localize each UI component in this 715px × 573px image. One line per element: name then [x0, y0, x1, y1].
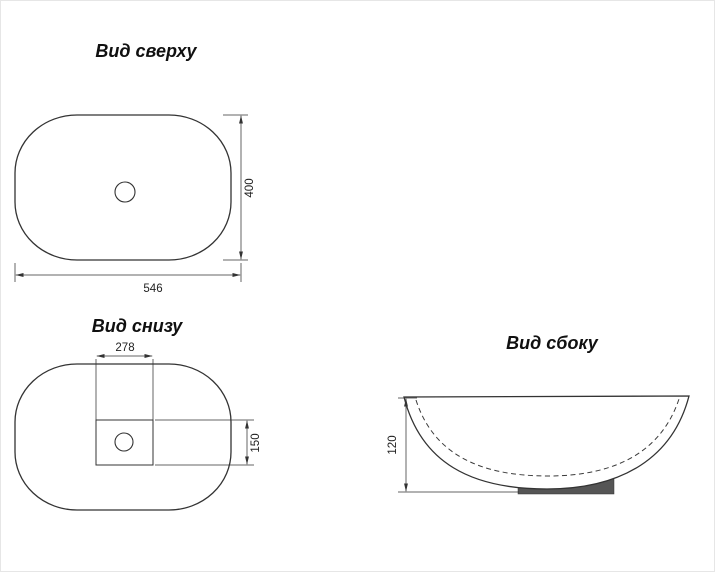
bottom-view: 278 150	[14, 342, 262, 511]
dim-label-side-height: 120	[387, 435, 399, 454]
bottom-view-mounting-plate	[95, 419, 154, 466]
top-view: 400 546	[14, 114, 256, 295]
dim-bottom-view-height: 150	[155, 419, 262, 466]
side-view-title: Вид сбоку	[506, 333, 599, 353]
top-view-basin-outline	[14, 114, 232, 261]
dim-label-bottom-height: 150	[250, 433, 262, 452]
bottom-view-title: Вид снизу	[92, 316, 183, 336]
dim-top-view-height: 400	[223, 114, 256, 261]
bottom-view-drain-hole	[114, 432, 134, 452]
side-view: 120	[387, 395, 690, 495]
dim-label-top-width: 546	[143, 283, 162, 295]
dim-bottom-view-width: 278	[95, 342, 154, 420]
side-view-bowl-outline	[403, 395, 690, 490]
dim-label-bottom-width: 278	[115, 342, 134, 354]
dim-side-view-height: 120	[387, 397, 519, 493]
dim-label-top-height: 400	[244, 178, 256, 197]
dim-top-view-width: 546	[14, 263, 242, 295]
top-view-drain-hole	[114, 181, 136, 203]
top-view-title: Вид сверху	[95, 41, 197, 61]
side-view-inner-surface-hidden-line	[415, 398, 680, 477]
